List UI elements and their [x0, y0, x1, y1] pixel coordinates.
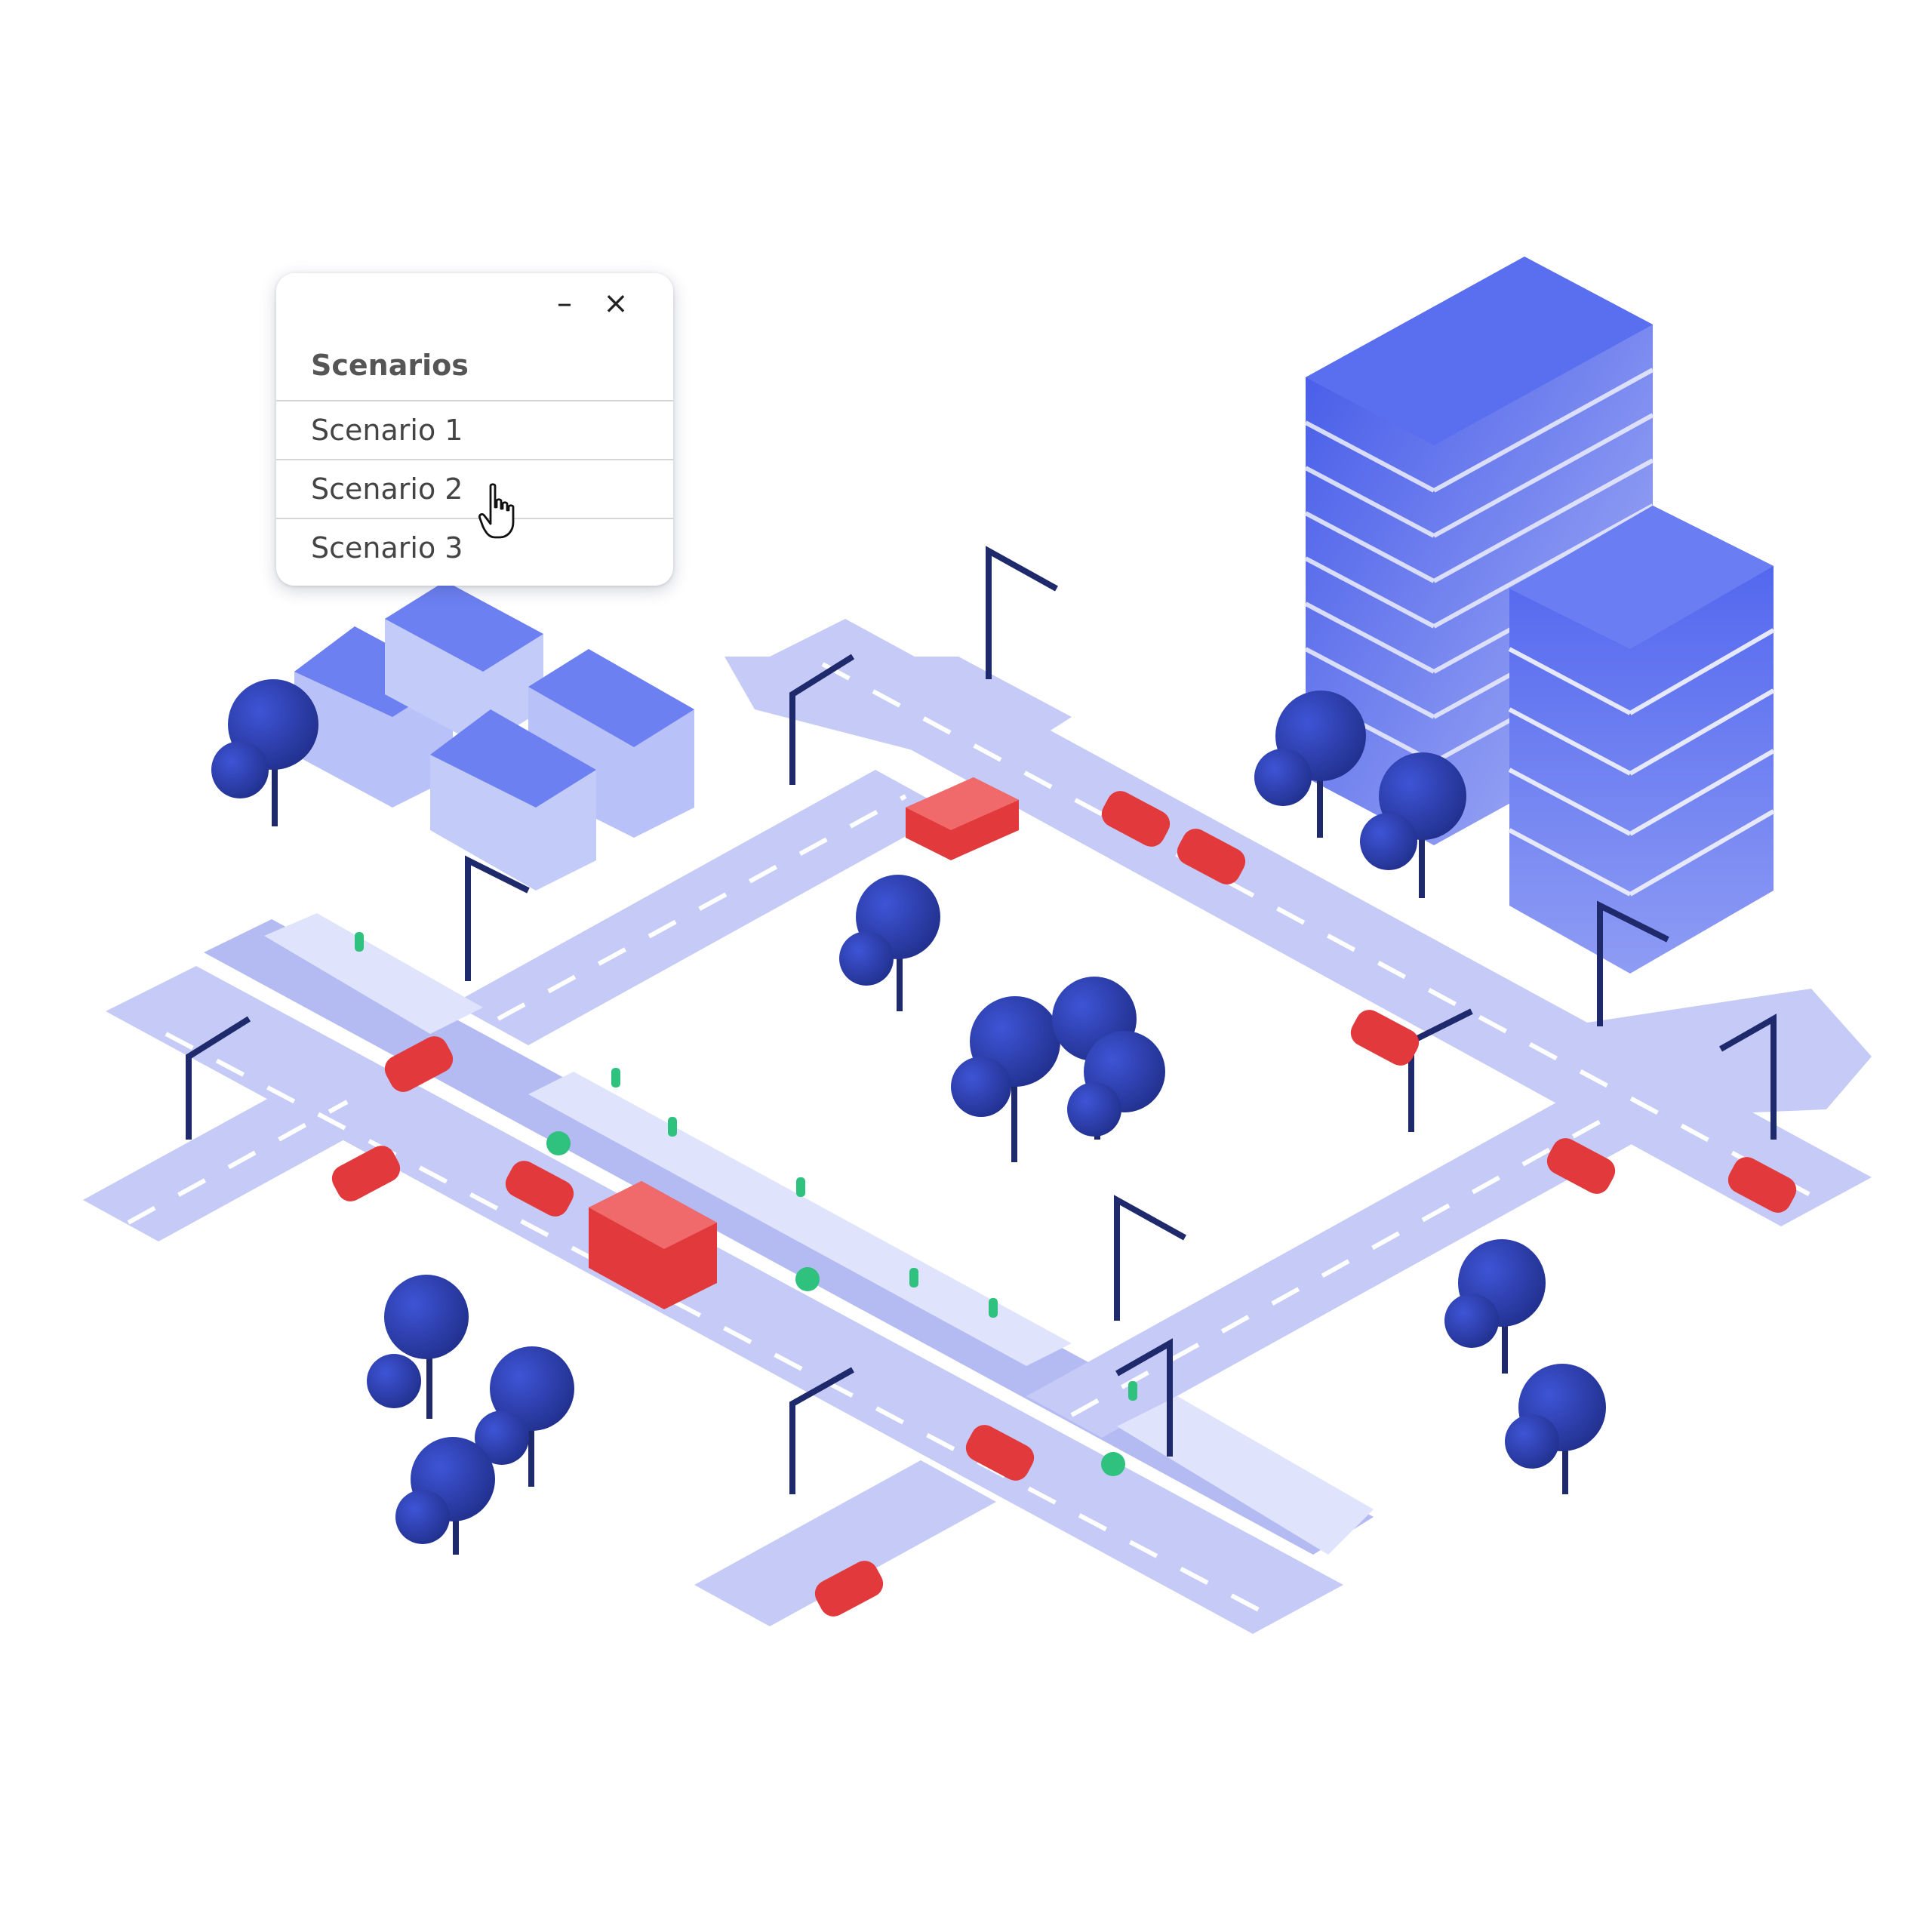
- window-controls: – ×: [549, 288, 631, 318]
- tree: [211, 679, 318, 826]
- tree: [1505, 1364, 1606, 1494]
- tree: [475, 1346, 574, 1487]
- red-van: [906, 777, 1019, 860]
- road-network: [83, 619, 1872, 1634]
- hand-pointer-icon: [478, 483, 515, 539]
- street-light-pole: [1719, 1014, 1777, 1140]
- red-car: [965, 1425, 1035, 1481]
- street-light-pole: [1114, 1195, 1186, 1321]
- sidewalk-bottom: [1117, 1396, 1374, 1555]
- red-truck: [589, 1181, 717, 1309]
- trees: [211, 679, 1606, 1555]
- scenario-item-1[interactable]: Scenario 1: [276, 400, 673, 459]
- scenarios-panel: – × Scenarios Scenario 1 Scenario 2 Scen…: [276, 273, 673, 586]
- street-light-pole: [986, 546, 1058, 679]
- tree: [1444, 1239, 1546, 1374]
- street-light-pole: [789, 1367, 854, 1494]
- tree: [1052, 977, 1165, 1140]
- sidewalk-center: [528, 1072, 1072, 1366]
- street-light-pole: [465, 855, 530, 981]
- road-main-left: [106, 966, 1343, 1634]
- scenario-item-2[interactable]: Scenario 2: [276, 459, 673, 518]
- red-car: [1727, 1157, 1797, 1213]
- road-spur-bottom: [694, 1460, 996, 1626]
- road-spur-left: [83, 1072, 392, 1241]
- street-light-pole: [186, 1016, 251, 1140]
- panel-title: Scenarios: [311, 349, 469, 382]
- scenario-item-3[interactable]: Scenario 3: [276, 518, 673, 577]
- red-car: [384, 1036, 454, 1092]
- street-light-pole: [1115, 1338, 1173, 1457]
- tree: [367, 1275, 469, 1419]
- red-car: [1177, 829, 1246, 884]
- tree: [1254, 691, 1366, 838]
- mid-office-building: [1508, 506, 1775, 974]
- pedestrians: [355, 932, 1137, 1476]
- scenario-label: Scenario 1: [311, 414, 463, 447]
- houses-cluster: [294, 581, 694, 891]
- red-car: [1101, 791, 1171, 847]
- road-main-right: [755, 619, 1872, 1226]
- red-car: [1350, 1010, 1420, 1066]
- tree: [951, 996, 1060, 1162]
- tree: [395, 1437, 495, 1555]
- red-car: [331, 1146, 401, 1201]
- scenario-label: Scenario 3: [311, 531, 463, 565]
- minimize-icon[interactable]: –: [557, 286, 572, 321]
- red-car: [814, 1561, 884, 1617]
- tree: [1360, 752, 1466, 898]
- traffic-poles: [186, 546, 1777, 1494]
- scenario-label: Scenario 2: [311, 472, 463, 506]
- close-icon[interactable]: ×: [603, 286, 629, 321]
- scenario-list: Scenario 1 Scenario 2 Scenario 3: [276, 400, 673, 577]
- vehicles: [331, 777, 1797, 1617]
- street-light-pole: [789, 654, 855, 785]
- red-car: [505, 1161, 574, 1217]
- red-car: [1546, 1138, 1616, 1194]
- street-light-pole: [1597, 900, 1669, 1026]
- road-right-crossing: [1562, 989, 1872, 1117]
- tree: [839, 875, 940, 1011]
- sidewalk-left: [264, 913, 483, 1034]
